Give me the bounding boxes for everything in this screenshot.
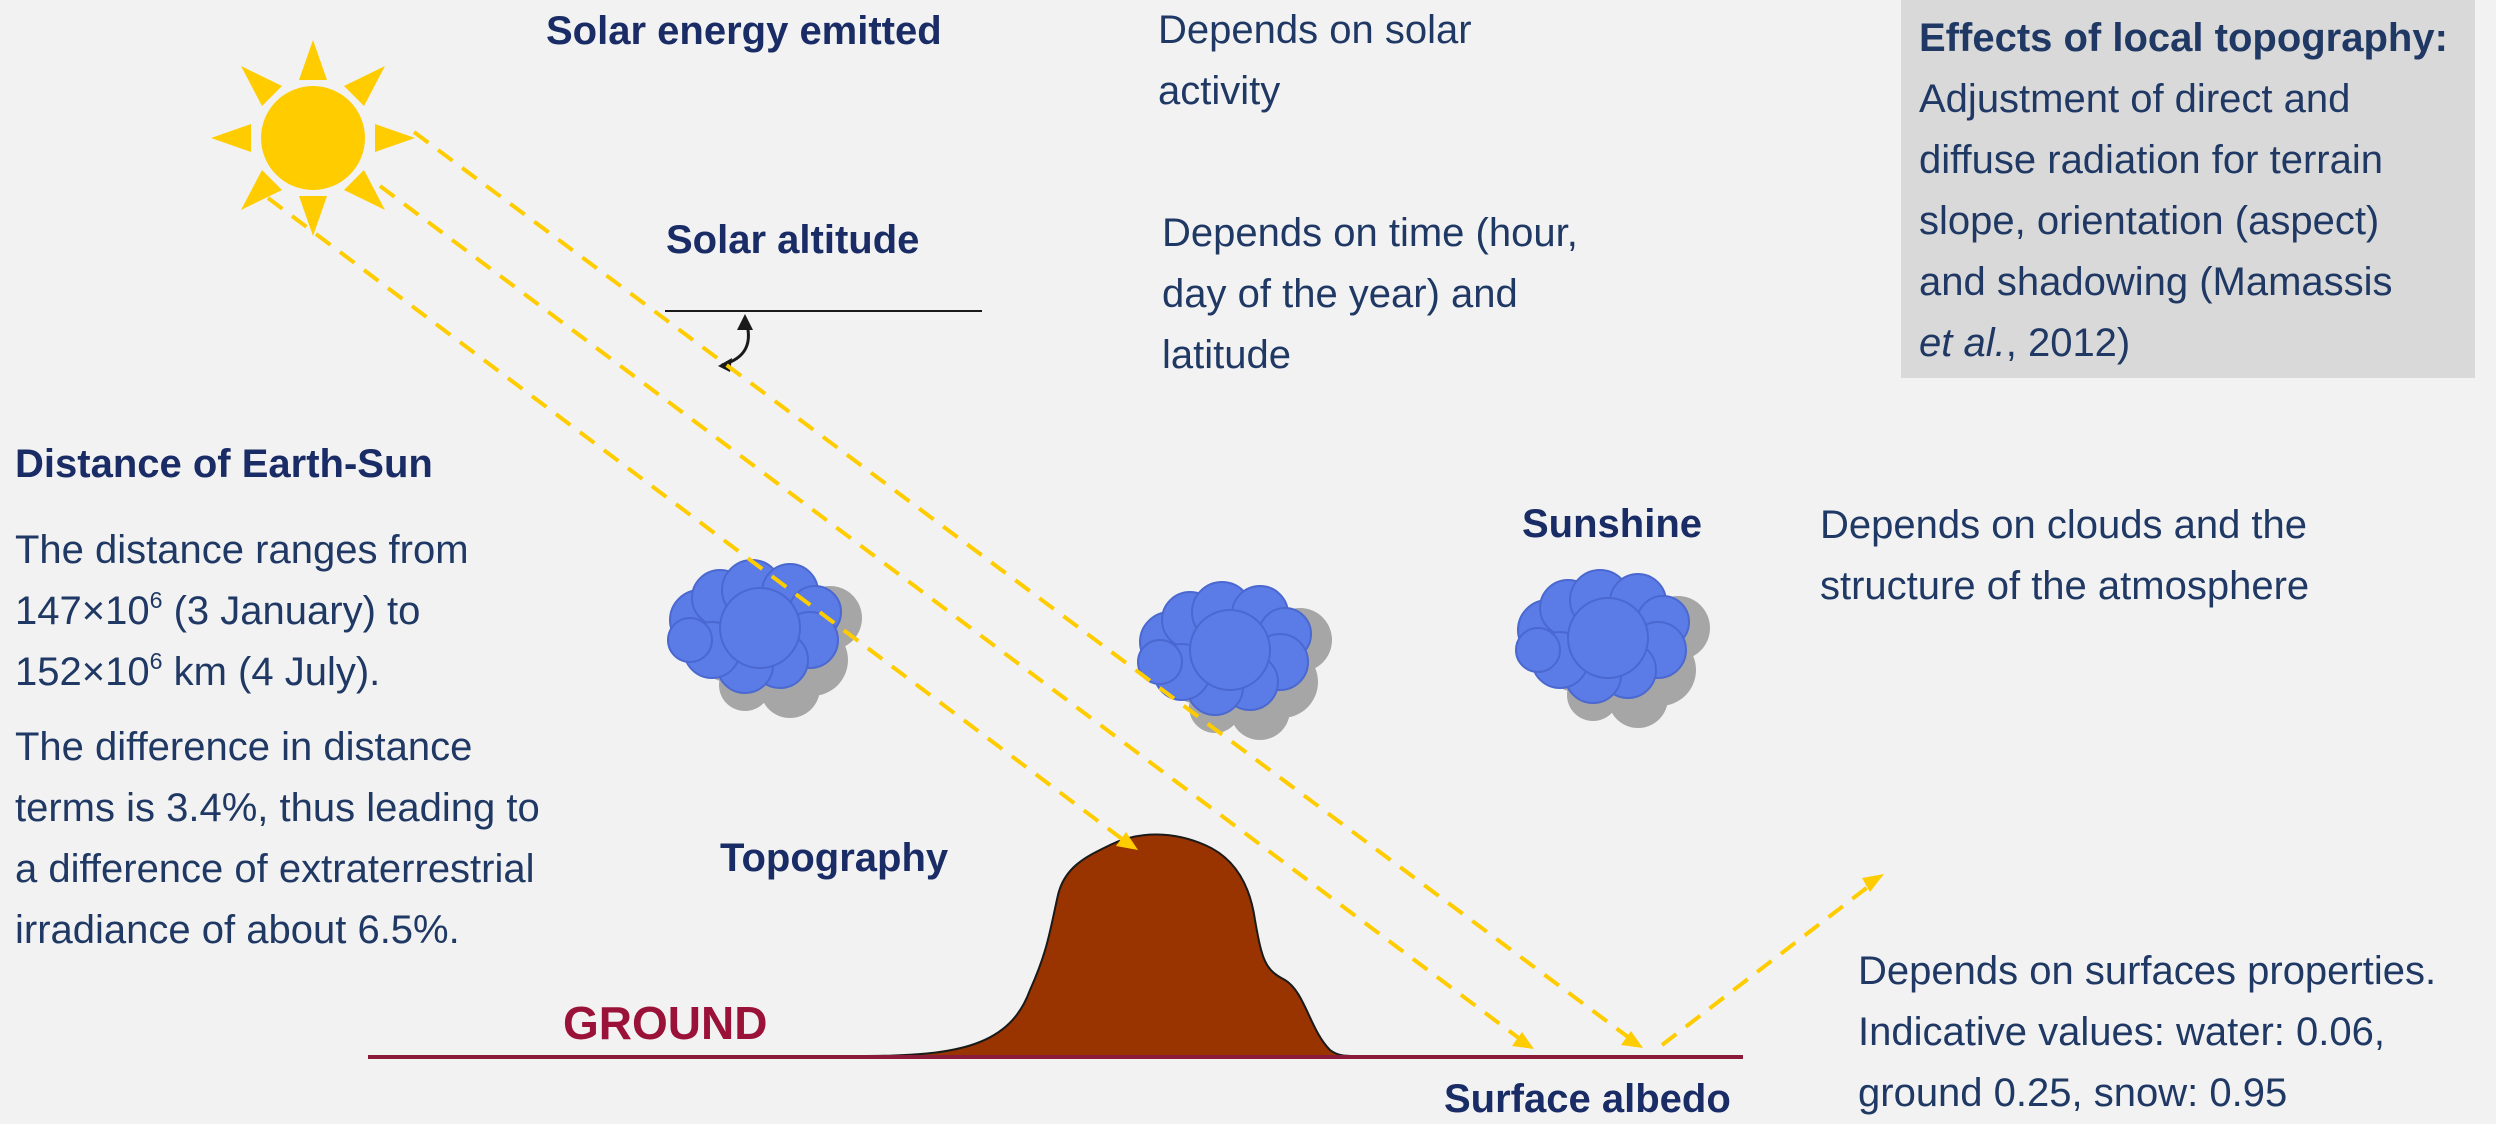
sun-icon xyxy=(211,40,415,236)
description-line: Depends on surfaces properties. xyxy=(1858,949,2437,993)
arrowhead-up xyxy=(737,314,753,330)
sunshine-description: Depends on clouds and the structure of t… xyxy=(1820,495,2309,617)
description-line: The distance ranges from xyxy=(15,528,469,572)
description-line: ground 0.25, snow: 0.95 xyxy=(1858,1071,2288,1115)
mountain-icon xyxy=(864,833,1356,1057)
distance-difference-paragraph: The difference in distance terms is 3.4%… xyxy=(15,717,540,961)
description-line: irradiance of about 6.5%. xyxy=(15,908,460,952)
topography-effects-text: Effects of local topography: Adjustment … xyxy=(1919,8,2475,374)
surface-albedo-label: Surface albedo xyxy=(1444,1077,1731,1121)
solar-altitude-label: Solar altitude xyxy=(666,218,920,262)
solar-altitude-description: Depends on time (hour, day of the year) … xyxy=(1162,203,1578,386)
solar-rays xyxy=(266,130,1875,1047)
citation-italic: et al. xyxy=(1919,321,2006,365)
exponent: 6 xyxy=(149,647,163,674)
sunshine-label: Sunshine xyxy=(1522,502,1703,546)
ray-arrowheads xyxy=(1116,832,1884,1049)
cloud-icon xyxy=(667,559,862,718)
description-line: Indicative values: water: 0.06, xyxy=(1858,1010,2385,1054)
value-text: (3 January) to xyxy=(162,589,421,633)
albedo-description: Depends on surfaces properties. Indicati… xyxy=(1858,941,2436,1124)
description-line: activity xyxy=(1158,69,1281,113)
cloud-icon xyxy=(1515,569,1710,728)
distance-range-paragraph: The distance ranges from 147×106 (3 Janu… xyxy=(15,520,540,703)
description-line: Depends on time (hour, xyxy=(1162,211,1578,255)
description-line: Adjustment of direct and xyxy=(1919,77,2351,121)
description-line: structure of the atmosphere xyxy=(1820,564,2310,608)
description-line: Depends on clouds and the xyxy=(1820,503,2308,547)
value-text: 147×10 xyxy=(15,589,150,633)
description-line: 152×106 km (4 July). xyxy=(15,642,540,703)
distance-description: The distance ranges from 147×106 (3 Janu… xyxy=(15,520,540,961)
description-line: and shadowing (Mamassis xyxy=(1919,260,2393,304)
description-line: day of the year) and xyxy=(1162,272,1518,316)
description-line: latitude xyxy=(1162,333,1291,377)
description-line: et al., 2012) xyxy=(1919,313,2475,374)
ground-label: GROUND xyxy=(563,997,768,1049)
citation-year: , 2012) xyxy=(2005,321,2131,365)
description-line: slope, orientation (aspect) xyxy=(1919,199,2380,243)
description-line: Depends on solar xyxy=(1158,8,1472,52)
solar-energy-label: Solar energy emitted xyxy=(546,9,942,53)
description-line: terms is 3.4%, thus leading to xyxy=(15,786,540,830)
distance-label: Distance of Earth-Sun xyxy=(15,442,433,486)
description-line: 147×106 (3 January) to xyxy=(15,581,540,642)
value-text: 152×10 xyxy=(15,650,150,694)
solar-energy-description: Depends on solar activity xyxy=(1158,0,1472,122)
description-line: a difference of extraterrestrial xyxy=(15,847,535,891)
topography-effects-box: Effects of local topography: Adjustment … xyxy=(1901,0,2475,378)
topography-label: Topography xyxy=(720,836,949,880)
topography-effects-heading: Effects of local topography: xyxy=(1919,16,2448,60)
description-line: diffuse radiation for terrain xyxy=(1919,138,2383,182)
description-line: The difference in distance xyxy=(15,725,473,769)
exponent: 6 xyxy=(149,586,163,613)
cloud-icon xyxy=(1137,581,1332,740)
value-text: km (4 July). xyxy=(162,650,381,694)
